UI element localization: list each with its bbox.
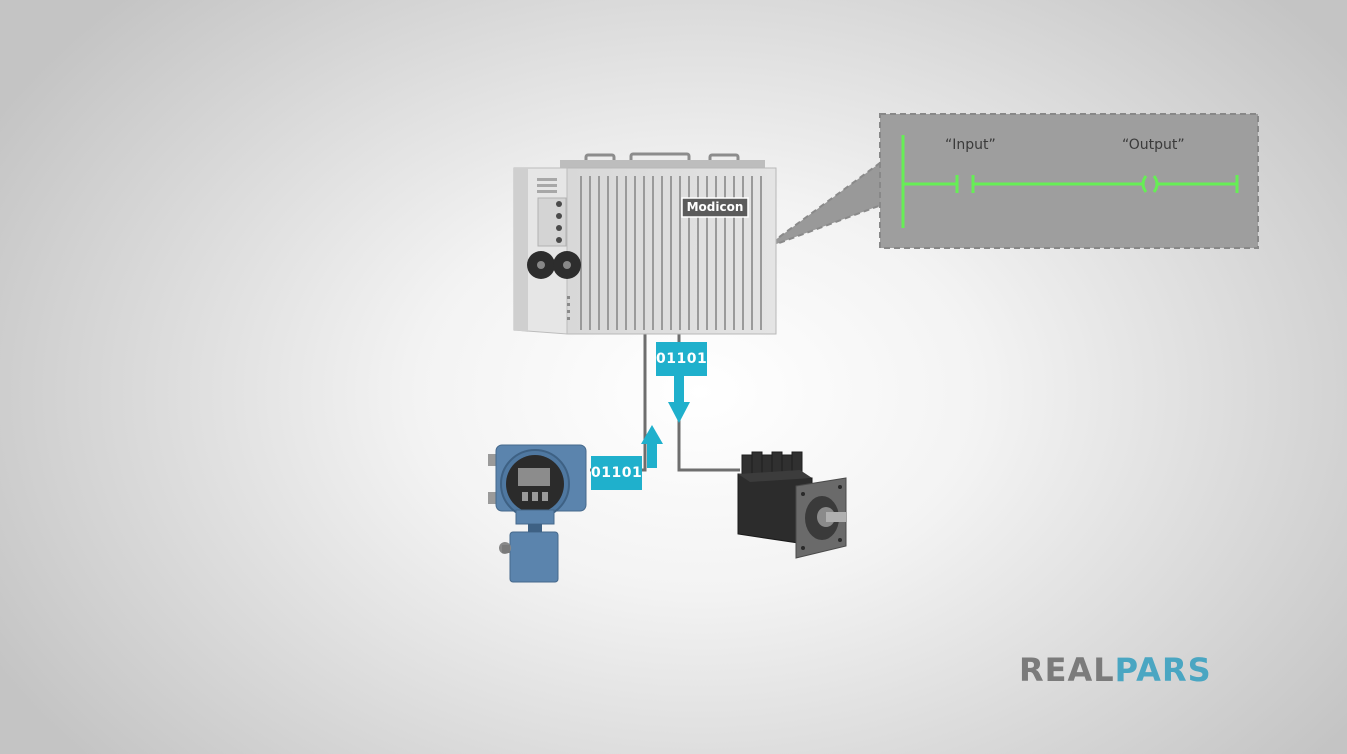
output-data-badge: 01101 (656, 342, 707, 376)
plc-module-side (514, 168, 528, 332)
transmitter-screen (518, 468, 550, 486)
input-data-badge: 01101 (591, 456, 642, 490)
up-arrow-icon (641, 425, 663, 468)
plc-display-panel (537, 197, 567, 247)
transmitter-plug-top (488, 454, 498, 466)
motor-top (738, 470, 812, 482)
plc-knob-right (553, 251, 581, 279)
transmitter-plug-bottom (488, 492, 498, 504)
realpars-logo: REALPARS (1019, 652, 1212, 688)
transmitter-keys (522, 492, 548, 501)
plc-top-rail (560, 160, 765, 170)
input-label: “Input” (945, 137, 996, 153)
output-label: “Output” (1122, 137, 1185, 153)
plc-vents (537, 178, 557, 193)
down-arrow-icon (668, 376, 690, 423)
plc-brand-plate (681, 197, 749, 218)
logo-part-pars: PARS (1114, 651, 1212, 689)
motor-bolts (801, 485, 842, 550)
plc-fins (580, 176, 762, 330)
plc-brand-label: Modicon (686, 200, 744, 214)
plc-leds (567, 296, 570, 320)
output-coil-left (1141, 175, 1148, 193)
callout-box (879, 113, 1259, 249)
plc-knob-left (527, 251, 555, 279)
logo-part-real: REAL (1019, 651, 1115, 689)
plc-buttons (556, 201, 562, 243)
ladder-rung (901, 135, 1239, 228)
motor-shaft (826, 512, 846, 522)
